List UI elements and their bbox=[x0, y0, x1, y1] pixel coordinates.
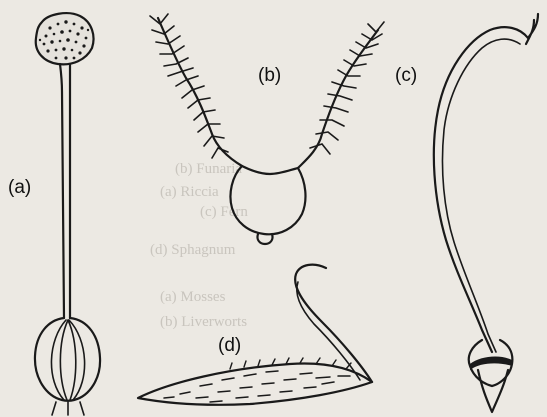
sporophyte-a-base bbox=[52, 402, 84, 415]
label-a: (a) bbox=[8, 178, 31, 197]
sporophyte-c bbox=[434, 14, 538, 412]
sporophyte-c-capsule-band bbox=[470, 357, 512, 370]
sporophyte-b-foot bbox=[257, 234, 272, 244]
sporophyte-b-body bbox=[230, 166, 305, 234]
sporophyte-c-seta bbox=[434, 27, 528, 352]
sporophyte-c-apex bbox=[526, 14, 538, 44]
label-c: (c) bbox=[395, 66, 417, 85]
sporophyte-c-seta-inner bbox=[442, 39, 520, 352]
sporophyte-a bbox=[35, 13, 100, 415]
label-b: (b) bbox=[258, 66, 281, 85]
sporophyte-d bbox=[138, 265, 372, 405]
sporophyte-b bbox=[150, 14, 384, 244]
label-d: (d) bbox=[218, 336, 241, 355]
sporophyte-b-left-branchlets bbox=[150, 14, 228, 158]
sporophyte-a-foot-ribs bbox=[51, 320, 84, 400]
sporophyte-d-leaf-marks bbox=[164, 371, 350, 402]
sporophyte-d-leaf bbox=[138, 364, 372, 405]
sporophyte-a-stalk bbox=[60, 64, 70, 318]
sporophyte-a-foot bbox=[35, 318, 100, 401]
sporophyte-c-operculum bbox=[478, 370, 508, 412]
sporophyte-b-left-arm bbox=[158, 18, 242, 166]
